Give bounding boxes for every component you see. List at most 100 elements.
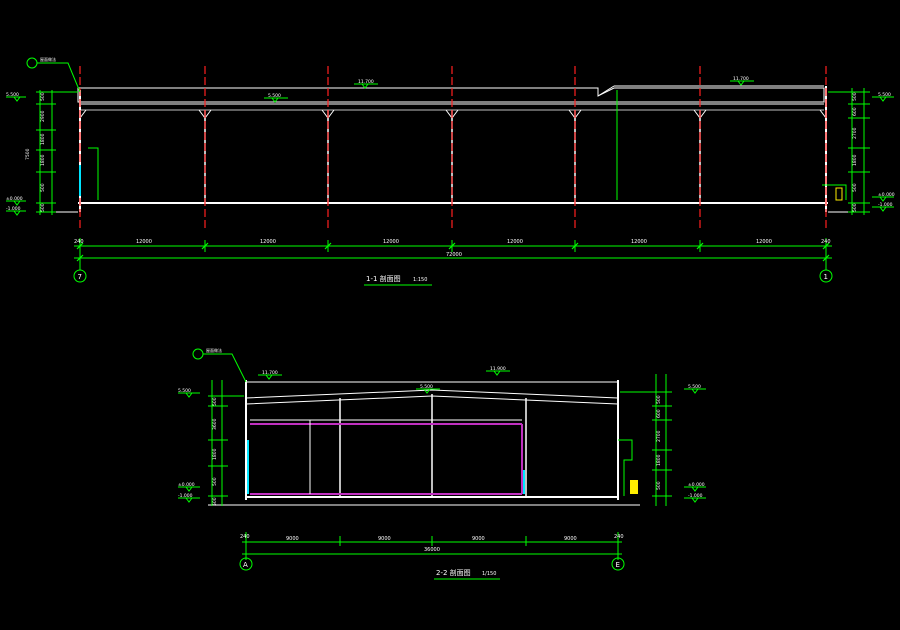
sec2-dim-1: 9000 (286, 536, 299, 542)
sec2-dim-4: 9000 (564, 536, 577, 542)
sec2-roof-elev-right: 11.900 (490, 366, 506, 372)
sec2-axis-bubble-right (611, 557, 625, 571)
sec1-hdim-l-1: 2900 (40, 110, 46, 122)
sec1-hdim-r-5: 500 (852, 203, 858, 212)
sec1-callout: 屋面做法 (26, 56, 81, 93)
sec2-dim-total: 36000 (424, 547, 440, 553)
sec2-hdim-r-1: 600 (656, 409, 662, 418)
sec1-hdim-l-0: 500 (40, 92, 46, 101)
sec2-elev-markers-left (178, 392, 200, 503)
sec1-dim-5: 12000 (631, 239, 647, 245)
sec1-axis-bubbles: 7 1 (73, 264, 833, 283)
sec2-elev-r-2: -1.000 (688, 493, 703, 499)
sec1-axis-bubble-right (819, 269, 833, 283)
sec1-dim-3: 12000 (383, 239, 399, 245)
sec1-dim-7: 240 (821, 239, 831, 245)
sec2-columns (339, 394, 527, 496)
sec1-elev-l-2: -1.000 (6, 206, 21, 212)
sec1-dim-2: 12000 (260, 239, 276, 245)
sec1-callout-text: 屋面做法 (40, 56, 56, 62)
sec2-right-height-dims (620, 374, 672, 506)
sec2-hdim-l-4: 500 (212, 497, 218, 506)
sec2-right-stair (618, 439, 633, 496)
sec1-axis-label-right: 1 (824, 273, 828, 281)
sec2-dim-3: 9000 (472, 536, 485, 542)
sec2-axis-bubble-left (239, 557, 253, 571)
sec1-elev-r-2: -1.000 (878, 202, 893, 208)
sec2-scale: 1/150 (482, 571, 496, 577)
sec2-elev-l-0: 5.500 (178, 388, 191, 394)
sec2-elev-r-0: 5.500 (688, 384, 701, 390)
sec2-axis-label-left: A (243, 561, 248, 569)
sec2-hdim-l-2: 1800 (212, 448, 218, 460)
sec1-dim-0: 240 (74, 239, 84, 245)
sec1-dim-6: 12000 (756, 239, 772, 245)
sec1-hdim-r-3: 1800 (852, 154, 858, 166)
sec1-hdim-r-0: 500 (852, 92, 858, 101)
section-1-1: 240 12000 12000 12000 12000 12000 12000 … (6, 56, 895, 286)
sec2-dim-0: 240 (240, 534, 250, 540)
sec2-white-inner (250, 419, 522, 494)
sec2-yellow-equipment (630, 480, 638, 494)
sec2-roof-elev-left: 11.700 (262, 370, 278, 376)
sec2-left-height-dims (208, 380, 244, 506)
sec1-hdim-l-5: 500 (40, 203, 46, 212)
sec2-callout-text: 屋面做法 (206, 347, 222, 353)
sec1-dim-total: 72000 (446, 252, 462, 258)
sec2-elev-l-1: ±0.000 (178, 482, 195, 488)
sec2-callout: 屋面做法 (192, 347, 247, 383)
sec1-roof-step (597, 85, 615, 97)
sec1-elev-r-1: ±0.000 (878, 192, 895, 198)
sec2-mezzanine (250, 423, 523, 495)
sec2-hdim-r-4: 500 (656, 481, 662, 490)
sec2-hdim-r-3: 1800 (656, 454, 662, 466)
sec1-left-height-dims (36, 90, 78, 215)
sec1-hdim-l-2: 1800 (40, 133, 46, 145)
sec2-dim-lines (242, 532, 622, 560)
sec1-hdim-l-3: 1800 (40, 154, 46, 166)
sec2-axis-bubbles: A E (239, 557, 625, 571)
sec1-dim-4: 12000 (507, 239, 523, 245)
sec1-hdim-l-total: 7500 (25, 148, 31, 160)
sec2-top-elev-markers (258, 370, 510, 394)
sec2-axis-label-right: E (616, 561, 620, 569)
sec2-hdim-l-1: 3600 (212, 418, 218, 430)
sec1-dim-ticks (76, 242, 830, 262)
sec2-elev-r-1: ±0.000 (688, 482, 705, 488)
sec1-top-elev-markers (264, 80, 754, 103)
sec1-hdim-r-2: 2700 (852, 127, 858, 139)
sec2-eave-elev: 5.500 (420, 384, 433, 390)
sec1-axis-bubble-left (73, 269, 87, 283)
sec2-hdim-l-0: 500 (212, 397, 218, 406)
sec2-dim-5: 240 (614, 534, 624, 540)
sec2-elev-markers-right (684, 388, 706, 503)
sec2-title: 2-2 剖面图 (436, 568, 471, 577)
sec2-hdim-r-0: 500 (656, 395, 662, 404)
section-2-2: 240 9000 9000 9000 9000 240 36000 A E 2-… (178, 347, 706, 580)
sec1-hdim-l-4: 500 (40, 183, 46, 192)
sec1-axis-label-left: 7 (78, 273, 82, 281)
sec1-right-height-dims (828, 88, 870, 215)
sec1-scale: 1:150 (413, 277, 427, 283)
sec1-axis-lines (79, 66, 827, 230)
sec1-green-marks (79, 90, 847, 201)
sec1-title: 1-1 剖面图 (366, 274, 401, 283)
sec2-elev-l-2: -1.000 (178, 493, 193, 499)
sec2-hdim-l-3: 500 (212, 477, 218, 486)
sec1-hdim-r-1: 600 (852, 107, 858, 116)
sec1-elev-r-0: 5.500 (878, 92, 891, 98)
sec2-roof-slope (245, 389, 619, 399)
sec1-elev-l-1: ±0.000 (6, 196, 23, 202)
sec2-dim-2: 9000 (378, 536, 391, 542)
sec2-hdim-r-2: 2700 (656, 430, 662, 442)
sec1-roof-elev-mid: 11.700 (358, 79, 374, 85)
sec1-roof-elev-right: 11.700 (733, 76, 749, 82)
sec1-dim-1: 12000 (136, 239, 152, 245)
sec1-elev-l-0: 5.500 (6, 92, 19, 98)
sec1-eave-elev: 5.500 (268, 93, 281, 99)
sec1-hdim-r-4: 500 (852, 183, 858, 192)
sec1-elev-markers-right (872, 96, 894, 212)
sec1-elev-markers-left (6, 96, 26, 216)
